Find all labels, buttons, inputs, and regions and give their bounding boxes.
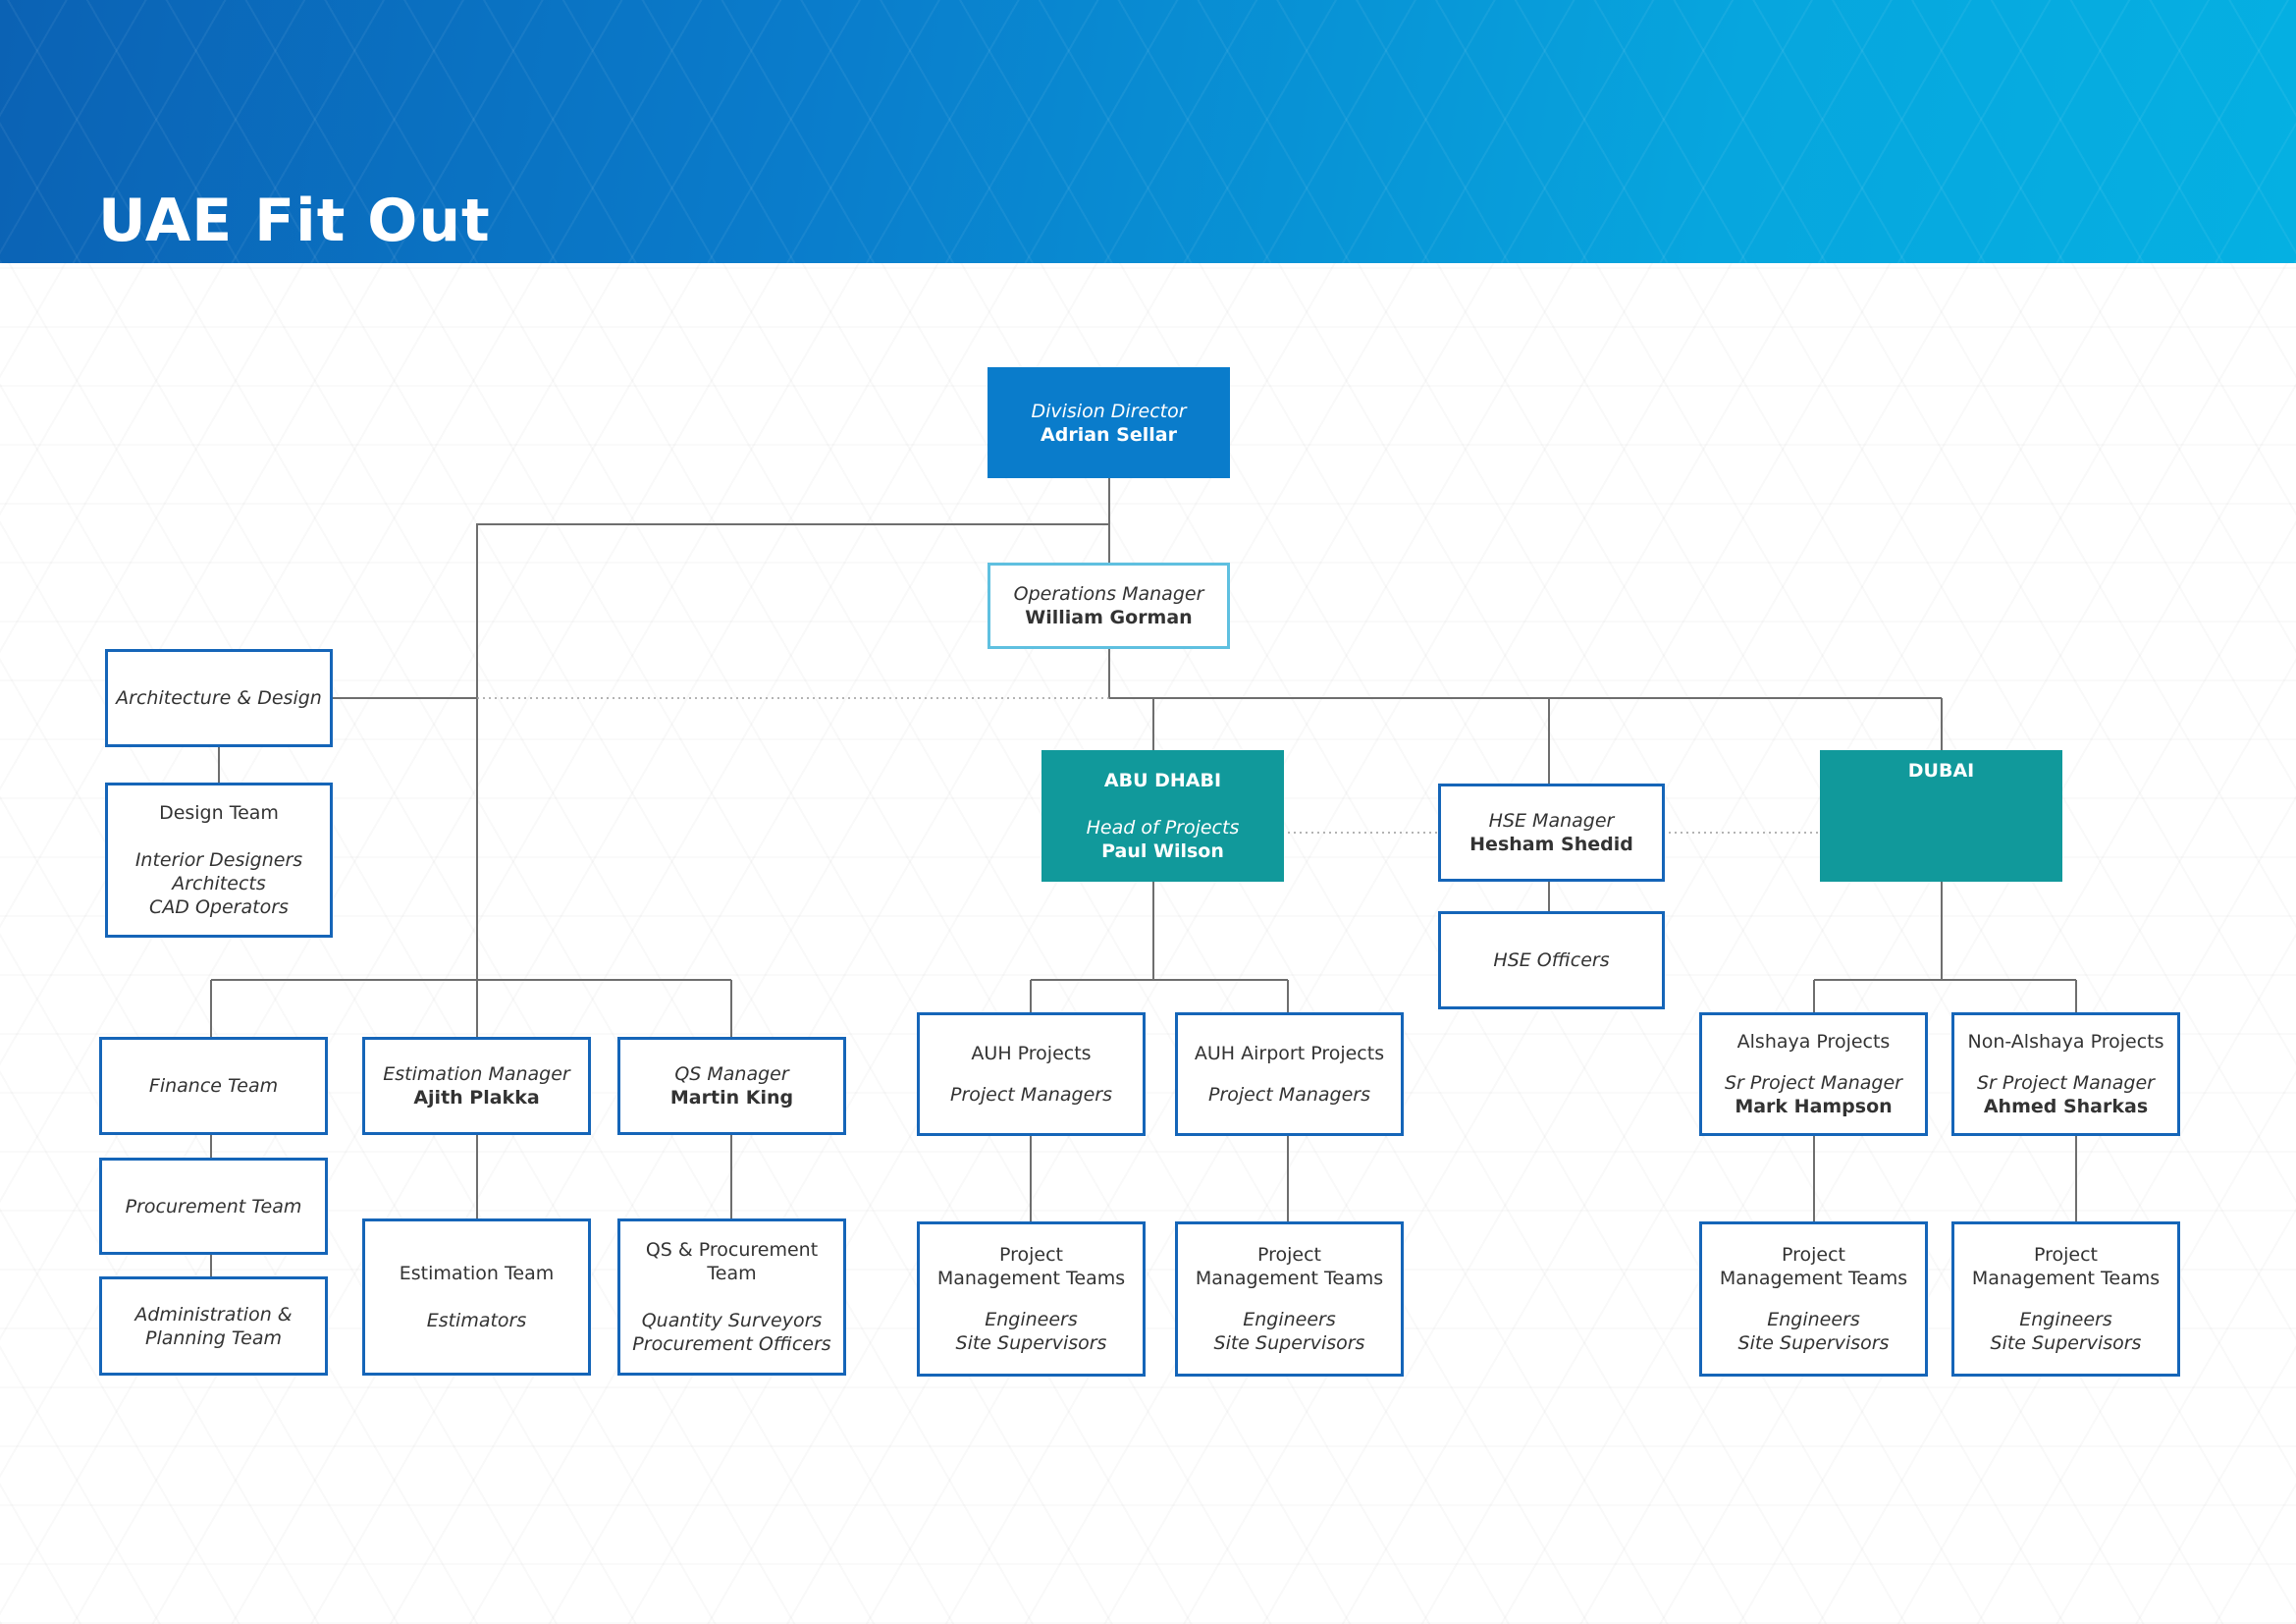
design-team-member: Architects <box>172 873 266 894</box>
alshaya-pm-teams-member: Site Supervisors <box>1737 1332 1890 1354</box>
non-alshaya-pm-teams-box: Project Management Teams Engineers Site … <box>1951 1221 2180 1377</box>
estimation-team-box: Estimation Team Estimators <box>362 1218 591 1376</box>
procurement-team-label: Procurement Team <box>125 1195 302 1218</box>
non-alshaya-projects-name: Ahmed Sharkas <box>1983 1096 2149 1117</box>
design-team-member: CAD Operators <box>149 896 289 918</box>
abu-dhabi-name: Paul Wilson <box>1101 840 1224 862</box>
finance-team-box: Finance Team <box>99 1037 328 1135</box>
hse-officers-label: HSE Officers <box>1493 949 1610 971</box>
auh-airport-pm-teams-member: Engineers <box>1243 1309 1336 1330</box>
auh-airport-pm-teams-line1: Project <box>1256 1244 1321 1266</box>
hse-manager-box: HSE Manager Hesham Shedid <box>1438 784 1665 882</box>
division-director-name: Adrian Sellar <box>1041 423 1177 446</box>
auh-airport-pm-teams-line2: Management Teams <box>1195 1268 1384 1289</box>
estimation-manager-box: Estimation Manager Ajith Plakka <box>362 1037 591 1135</box>
auh-pm-teams-box: Project Management Teams Engineers Site … <box>917 1221 1146 1377</box>
qs-procurement-team-member: Procurement Officers <box>632 1333 831 1355</box>
alshaya-projects-title: Alshaya Projects <box>1736 1031 1891 1053</box>
hse-manager-name: Hesham Shedid <box>1469 834 1633 855</box>
alshaya-projects-role: Sr Project Manager <box>1725 1072 1902 1094</box>
page-title: UAE Fit Out <box>98 187 491 255</box>
qs-manager-box: QS Manager Martin King <box>617 1037 846 1135</box>
auh-airport-projects-title: AUH Airport Projects <box>1194 1043 1385 1064</box>
auh-pm-teams-line2: Management Teams <box>936 1268 1126 1289</box>
alshaya-pm-teams-member: Engineers <box>1767 1309 1860 1330</box>
auh-airport-projects-subtitle: Project Managers <box>1208 1084 1370 1106</box>
non-alshaya-pm-teams-line1: Project <box>2033 1244 2098 1266</box>
alshaya-projects-name: Mark Hampson <box>1735 1096 1893 1117</box>
non-alshaya-pm-teams-line2: Management Teams <box>1971 1268 2161 1289</box>
procurement-team-box: Procurement Team <box>99 1158 328 1255</box>
dubai-region: DUBAI <box>1907 760 1975 782</box>
header-banner: UAE Fit Out <box>0 0 2296 263</box>
non-alshaya-projects-role: Sr Project Manager <box>1977 1072 2155 1094</box>
auh-pm-teams-line1: Project <box>998 1244 1063 1266</box>
hse-officers-box: HSE Officers <box>1438 911 1665 1009</box>
hse-manager-role: HSE Manager <box>1488 810 1615 832</box>
qs-procurement-team-box: QS & Procurement Team Quantity Surveyors… <box>617 1218 846 1376</box>
division-director-box: Division Director Adrian Sellar <box>988 367 1230 478</box>
alshaya-pm-teams-box: Project Management Teams Engineers Site … <box>1699 1221 1928 1377</box>
design-team-title: Design Team <box>159 802 279 824</box>
auh-pm-teams-member: Engineers <box>985 1309 1078 1330</box>
estimation-team-title: Estimation Team <box>399 1263 555 1284</box>
auh-airport-pm-teams-box: Project Management Teams Engineers Site … <box>1175 1221 1404 1377</box>
non-alshaya-projects-title: Non-Alshaya Projects <box>1967 1031 2164 1053</box>
dubai-box: DUBAI <box>1820 750 2062 882</box>
design-team-member: Interior Designers <box>134 849 303 871</box>
estimation-team-member: Estimators <box>426 1310 527 1331</box>
auh-projects-subtitle: Project Managers <box>950 1084 1112 1106</box>
abu-dhabi-box: ABU DHABI Head of Projects Paul Wilson <box>1041 750 1284 882</box>
non-alshaya-projects-box: Non-Alshaya Projects Sr Project Manager … <box>1951 1012 2180 1136</box>
estimation-manager-name: Ajith Plakka <box>413 1087 540 1109</box>
finance-team-label: Finance Team <box>148 1075 279 1097</box>
non-alshaya-pm-teams-member: Engineers <box>2019 1309 2112 1330</box>
operations-manager-name: William Gorman <box>1025 607 1193 628</box>
architecture-design-box: Architecture & Design <box>105 649 333 747</box>
alshaya-projects-box: Alshaya Projects Sr Project Manager Mark… <box>1699 1012 1928 1136</box>
non-alshaya-pm-teams-member: Site Supervisors <box>1990 1332 2142 1354</box>
auh-projects-box: AUH Projects Project Managers <box>917 1012 1146 1136</box>
alshaya-pm-teams-line1: Project <box>1781 1244 1845 1266</box>
alshaya-pm-teams-line2: Management Teams <box>1719 1268 1908 1289</box>
administration-planning-box: Administration & Planning Team <box>99 1276 328 1376</box>
abu-dhabi-role: Head of Projects <box>1086 817 1240 839</box>
connector-director-left-branch <box>476 523 1109 980</box>
auh-airport-pm-teams-member: Site Supervisors <box>1213 1332 1365 1354</box>
administration-planning-line2: Planning Team <box>145 1326 282 1349</box>
architecture-design-label: Architecture & Design <box>116 687 322 709</box>
qs-manager-name: Martin King <box>669 1087 794 1109</box>
qs-procurement-team-title: QS & Procurement Team <box>645 1239 819 1284</box>
administration-planning-line1: Administration & <box>134 1303 293 1326</box>
design-team-box: Design Team Interior Designers Architect… <box>105 783 333 938</box>
auh-airport-projects-box: AUH Airport Projects Project Managers <box>1175 1012 1404 1136</box>
auh-projects-title: AUH Projects <box>971 1043 1092 1064</box>
abu-dhabi-region: ABU DHABI <box>1103 770 1222 791</box>
operations-manager-role: Operations Manager <box>1013 583 1204 605</box>
operations-manager-box: Operations Manager William Gorman <box>988 563 1230 649</box>
qs-procurement-team-member: Quantity Surveyors <box>641 1310 823 1331</box>
division-director-role: Division Director <box>1031 400 1187 422</box>
auh-pm-teams-member: Site Supervisors <box>955 1332 1107 1354</box>
estimation-manager-role: Estimation Manager <box>383 1063 570 1085</box>
qs-manager-role: QS Manager <box>674 1063 789 1085</box>
